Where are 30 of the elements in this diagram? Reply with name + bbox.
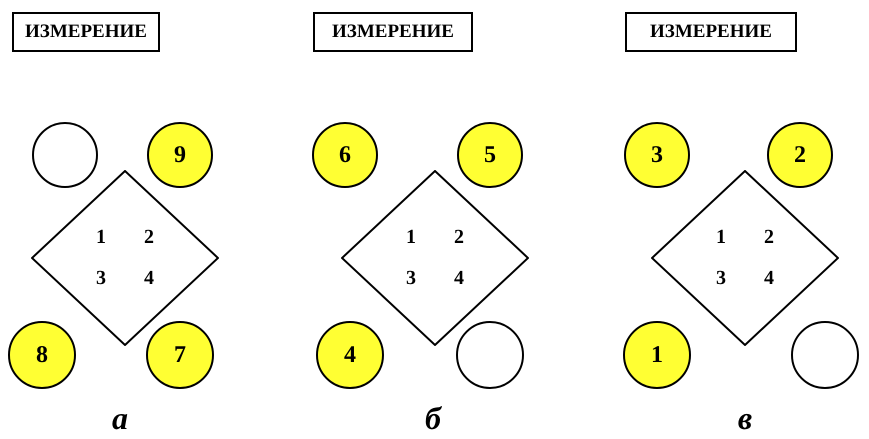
number-circle: 2: [767, 122, 833, 188]
heading-box: ИЗМЕРЕНИЕ: [12, 12, 160, 52]
diamond-number: 4: [454, 268, 464, 288]
panel-letter: в: [738, 402, 752, 434]
diamond: [651, 170, 839, 346]
number-circle: 3: [624, 122, 690, 188]
diamond-number: 4: [764, 268, 774, 288]
number-circle: 4: [316, 321, 384, 389]
diamond-number: 3: [96, 268, 106, 288]
diamond-number: 2: [764, 227, 774, 247]
heading-box: ИЗМЕРЕНИЕ: [313, 12, 473, 52]
diamond-number: 1: [96, 227, 106, 247]
number-circle: 7: [146, 321, 214, 389]
diamond-number: 4: [144, 268, 154, 288]
diamond-number: 1: [406, 227, 416, 247]
heading-box: ИЗМЕРЕНИЕ: [625, 12, 797, 52]
diamond-number: 3: [716, 268, 726, 288]
diamond: [341, 170, 529, 346]
number-circle: 8: [8, 321, 76, 389]
diamond: [31, 170, 219, 346]
number-circle: 1: [623, 321, 691, 389]
diamond-number: 2: [144, 227, 154, 247]
number-circle: 9: [147, 122, 213, 188]
panel-letter: а: [112, 402, 128, 434]
number-circle: 6: [312, 122, 378, 188]
panel-letter: б: [425, 402, 441, 434]
diamond-number: 1: [716, 227, 726, 247]
diamond-number: 2: [454, 227, 464, 247]
diamond-number: 3: [406, 268, 416, 288]
number-circle: 5: [457, 122, 523, 188]
